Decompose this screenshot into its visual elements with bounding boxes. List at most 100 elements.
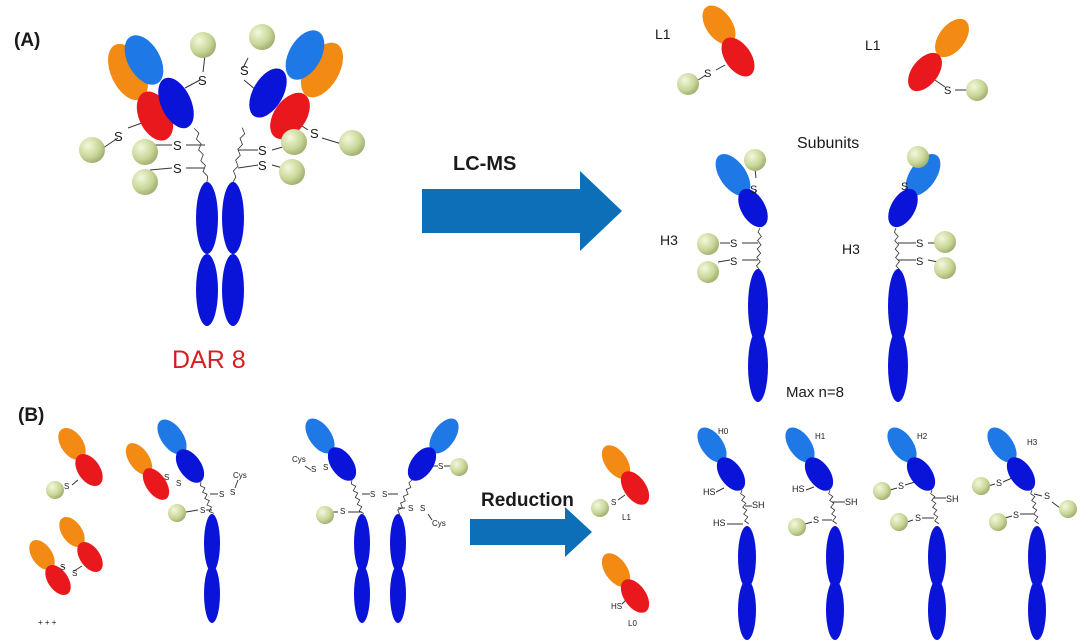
hinge-line: [193, 128, 209, 183]
sulfur-label: S: [173, 161, 182, 176]
bond-line: [906, 519, 914, 523]
light-variable-domain: [702, 5, 736, 45]
heavy-chain-domain: [888, 269, 908, 343]
bond-line: [715, 487, 725, 493]
bond-line: [697, 74, 707, 81]
variable-heavy-domain: [785, 427, 815, 463]
l1-small-label: L1: [622, 513, 631, 522]
light-constant-domain: [620, 471, 650, 505]
bond-line: [717, 259, 731, 263]
variable-heavy-domain: [697, 427, 727, 463]
sulfur-label: S: [258, 158, 267, 173]
payload-sphere: [989, 513, 1007, 531]
heavy-chain-domain: [204, 565, 220, 623]
plus-marks: + + +: [38, 618, 57, 627]
payload-sphere: [934, 231, 956, 253]
light-variable-domain: [29, 539, 55, 571]
light-variable-domain: [935, 18, 969, 58]
heavy-chain-domain: [1028, 526, 1046, 588]
subunits-label: Subunits: [797, 135, 860, 152]
payload-sphere: [132, 169, 158, 195]
l1-right-label: L1: [865, 37, 881, 53]
heavy-chain-domain: [390, 514, 406, 572]
bond-line: [61, 565, 66, 569]
bond-line: [1004, 515, 1013, 519]
payload-sphere: [788, 518, 806, 536]
variable-heavy-domain: [285, 30, 325, 80]
light-constant-domain: [45, 564, 71, 596]
heavy-chain-domain: [354, 514, 370, 572]
variable-heavy-domain: [305, 418, 335, 454]
bond-line: [149, 167, 173, 171]
light-variable-domain: [59, 516, 85, 548]
payload-sphere: [279, 159, 305, 185]
heavy-chain-domain: [738, 580, 756, 640]
heavy-chain-domain: [928, 526, 946, 588]
bond-line: [715, 64, 726, 71]
hinge-line: [755, 227, 762, 271]
sulfur-label: S: [114, 129, 123, 144]
sulfur-label: S: [310, 126, 319, 141]
payload-sphere: [46, 481, 64, 499]
light-constant-domain: [77, 541, 103, 573]
bond-line: [304, 465, 312, 471]
hinge-line: [740, 489, 750, 525]
payload-sphere: [249, 24, 275, 50]
heavy-chain-domain: [826, 526, 844, 588]
reduction-arrow: [470, 507, 592, 557]
sulfur-label: S: [64, 482, 69, 491]
h3-left-label: H3: [660, 232, 678, 248]
light-variable-domain: [601, 445, 631, 479]
heavy-chain-domain: [407, 447, 437, 481]
panel-b-label: (B): [18, 405, 45, 426]
payload-sphere: [697, 261, 719, 283]
payload-sphere: [190, 32, 216, 58]
heavy-chain-domain: [738, 526, 756, 588]
bond-line: [73, 565, 83, 572]
sulfur-label: S: [438, 462, 443, 471]
thiol-label: SH: [752, 500, 765, 510]
sulfur-label: S: [1044, 491, 1050, 501]
payload-sphere: [168, 504, 186, 522]
sulfur-label: S: [611, 498, 616, 507]
heavy-chain-domain: [928, 580, 946, 640]
sulfur-label: S: [996, 478, 1002, 488]
sulfur-label: S: [240, 63, 249, 78]
payload-sphere: [79, 137, 105, 163]
variable-heavy-domain: [987, 427, 1017, 463]
thiol-label: HS: [611, 602, 622, 611]
payload-sphere: [744, 149, 766, 171]
light-variable-domain: [601, 553, 631, 587]
sulfur-label: S: [730, 238, 737, 250]
heavy-chain-domain: [196, 254, 218, 326]
sulfur-label: S: [200, 506, 205, 515]
hinge-line: [828, 489, 838, 525]
payload-sphere: [907, 146, 929, 168]
sulfur-label: S: [323, 463, 328, 472]
h1-label: H1: [815, 432, 826, 441]
variable-heavy-domain: [429, 418, 459, 454]
light-variable-domain: [125, 443, 153, 475]
h0-label: H0: [718, 427, 729, 436]
heavy-chain-domain: [354, 565, 370, 623]
bond-line: [184, 79, 201, 89]
sulfur-label: S: [60, 563, 65, 572]
thiol-label: HS: [792, 484, 805, 494]
heavy-chain-domain: [716, 457, 746, 491]
bond-line: [71, 479, 79, 486]
sulfur-label: S: [730, 256, 737, 268]
variable-heavy-domain: [905, 153, 941, 197]
sulfur-label: S: [750, 184, 757, 196]
heavy-chain-domain: [888, 188, 918, 228]
hinge-line: [232, 127, 246, 183]
sulfur-label: S: [340, 507, 345, 516]
heavy-chain-domain: [748, 330, 768, 402]
variable-heavy-domain: [715, 153, 751, 197]
reduction-label: Reduction: [481, 490, 574, 511]
light-constant-domain: [270, 92, 310, 140]
heavy-chain-domain: [222, 254, 244, 326]
sulfur-label: S: [311, 465, 316, 474]
heavy-chain-domain: [1028, 580, 1046, 640]
thiol-label: SH: [946, 494, 959, 504]
